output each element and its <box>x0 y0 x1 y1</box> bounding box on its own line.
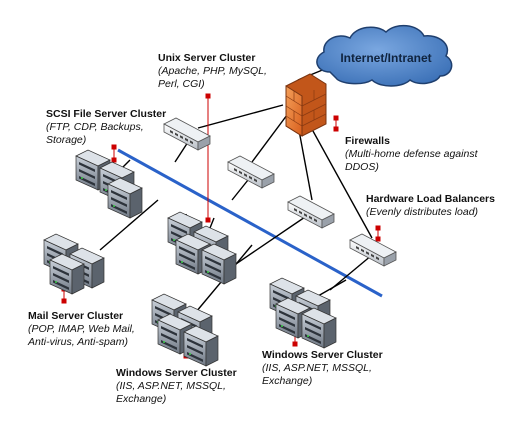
switch-2 <box>227 155 275 189</box>
load-balancers-line-1: (Evenly distributes load) <box>366 206 479 218</box>
load-balancers-label: Hardware Load Balancers (Evenly distribu… <box>366 193 495 219</box>
mail-cluster-line-1: (POP, IMAP, Web Mail, <box>28 323 135 335</box>
unix-server-3 <box>175 233 211 275</box>
firewalls-title: Firewalls <box>345 135 390 147</box>
unix-cluster-title: Unix Server Cluster <box>158 52 256 64</box>
firewalls-line-2: DDOS) <box>345 161 379 173</box>
cloud-icon <box>316 24 453 87</box>
unix-cluster-label: Unix Server Cluster (Apache, PHP, MySQL,… <box>158 52 267 91</box>
network-backbone <box>117 148 383 298</box>
windows1-server-4 <box>183 325 219 367</box>
windows2-server-4 <box>301 307 337 349</box>
cloud-label: Internet/Intranet <box>340 51 431 65</box>
unix-cluster-line-1: (Apache, PHP, MySQL, <box>158 65 267 77</box>
load-balancers-title: Hardware Load Balancers <box>366 193 495 205</box>
scsi-cluster-line-2: Storage) <box>46 134 87 146</box>
scsi-cluster-title: SCSI File Server Cluster <box>46 108 167 120</box>
mail-server-3 <box>49 253 85 295</box>
firewalls-line-1: (Multi-home defense against <box>345 148 478 160</box>
servers-group <box>43 149 337 367</box>
windows-cluster-2-title: Windows Server Cluster <box>262 349 383 361</box>
switch-3 <box>287 195 335 229</box>
firewall-icon <box>285 73 327 137</box>
scsi-cluster-label: SCSI File Server Cluster (FTP, CDP, Back… <box>46 108 166 147</box>
switch-1 <box>163 117 211 151</box>
switch-4 <box>349 233 397 267</box>
scsi-server-3 <box>107 177 143 219</box>
unix-cluster-line-2: Perl, CGI) <box>158 78 205 90</box>
windows-cluster-2-label: Windows Server Cluster (IIS, ASP.NET, MS… <box>262 349 383 388</box>
windows-cluster-1-label: Windows Server Cluster (IIS, ASP.NET, MS… <box>116 367 237 406</box>
mail-cluster-label: Mail Server Cluster (POP, IMAP, Web Mail… <box>28 310 135 349</box>
windows-cluster-1-line-2: Exchange) <box>116 393 167 405</box>
windows-cluster-1-line-1: (IIS, ASP.NET, MSSQL, <box>116 380 226 392</box>
mail-cluster-title: Mail Server Cluster <box>28 310 124 322</box>
windows-cluster-1-title: Windows Server Cluster <box>116 367 237 379</box>
switches-group <box>163 117 397 267</box>
scsi-cluster-line-1: (FTP, CDP, Backups, <box>46 121 144 133</box>
windows-cluster-2-line-2: Exchange) <box>262 375 313 387</box>
firewalls-label: Firewalls (Multi-home defense against DD… <box>345 135 478 174</box>
mail-cluster-line-2: Anti-virus, Anti-spam) <box>28 336 128 348</box>
unix-server-4 <box>201 243 237 285</box>
windows-cluster-2-line-1: (IIS, ASP.NET, MSSQL, <box>262 362 372 374</box>
